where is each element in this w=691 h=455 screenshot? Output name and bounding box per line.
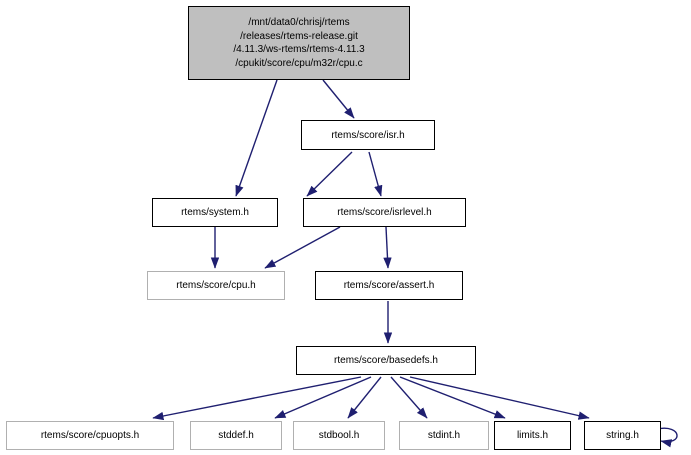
edge-basedefs-stdbool xyxy=(347,376,382,419)
node-rtems-score-basedefs-h-label: rtems/score/basedefs.h xyxy=(334,355,438,366)
node-rtems-score-isr-h[interactable]: rtems/score/isr.h xyxy=(301,120,435,150)
node-rtems-score-assert-h-label: rtems/score/assert.h xyxy=(343,280,435,291)
node-rtems-score-cpuopts-h-label: rtems/score/cpuopts.h xyxy=(40,430,140,441)
edge-string-string xyxy=(656,427,678,448)
node-rtems-score-assert-h[interactable]: rtems/score/assert.h xyxy=(315,271,463,300)
node-stdint-h-label: stdint.h xyxy=(427,430,461,441)
node-rtems-score-cpuopts-h[interactable]: rtems/score/cpuopts.h xyxy=(6,421,174,450)
node-string-h[interactable]: string.h xyxy=(584,421,661,450)
node-rtems-score-basedefs-h[interactable]: rtems/score/basedefs.h xyxy=(296,346,476,375)
node-root-label: /mnt/data0/chrisj/rtems /releases/rtems-… xyxy=(233,17,365,69)
node-string-h-label: string.h xyxy=(606,430,639,441)
node-rtems-score-isrlevel-h[interactable]: rtems/score/isrlevel.h xyxy=(303,198,466,227)
edge-isr-system xyxy=(306,151,353,197)
edge-root-isr xyxy=(322,79,355,119)
node-rtems-score-cpu-h-label: rtems/score/cpu.h xyxy=(176,280,256,291)
edge-basedefs-stddef xyxy=(274,376,372,419)
node-stdbool-h[interactable]: stdbool.h xyxy=(293,421,385,450)
node-stdbool-h-label: stdbool.h xyxy=(318,430,360,441)
edge-root-system xyxy=(235,79,278,197)
node-rtems-score-isr-h-label: rtems/score/isr.h xyxy=(331,129,405,141)
node-rtems-score-cpu-h[interactable]: rtems/score/cpu.h xyxy=(147,271,285,300)
edge-isrlevel-cpu xyxy=(264,226,341,269)
node-rtems-system-h[interactable]: rtems/system.h xyxy=(152,198,278,227)
node-rtems-system-h-label: rtems/system.h xyxy=(181,207,249,218)
node-root[interactable]: /mnt/data0/chrisj/rtems /releases/rtems-… xyxy=(188,6,410,80)
node-stddef-h[interactable]: stddef.h xyxy=(190,421,282,450)
edge-basedefs-cpuopts xyxy=(152,376,362,421)
node-limits-h[interactable]: limits.h xyxy=(494,421,571,450)
edge-basedefs-limits xyxy=(399,376,506,419)
node-rtems-score-isrlevel-h-label: rtems/score/isrlevel.h xyxy=(337,207,432,218)
edge-isrlevel-assert xyxy=(383,226,392,269)
node-stddef-h-label: stddef.h xyxy=(218,430,254,441)
edge-isr-isrlevel xyxy=(368,151,383,197)
node-stdint-h[interactable]: stdint.h xyxy=(399,421,489,450)
edge-basedefs-stdint xyxy=(390,376,428,419)
node-limits-h-label: limits.h xyxy=(516,430,549,441)
edge-basedefs-string xyxy=(409,376,590,420)
